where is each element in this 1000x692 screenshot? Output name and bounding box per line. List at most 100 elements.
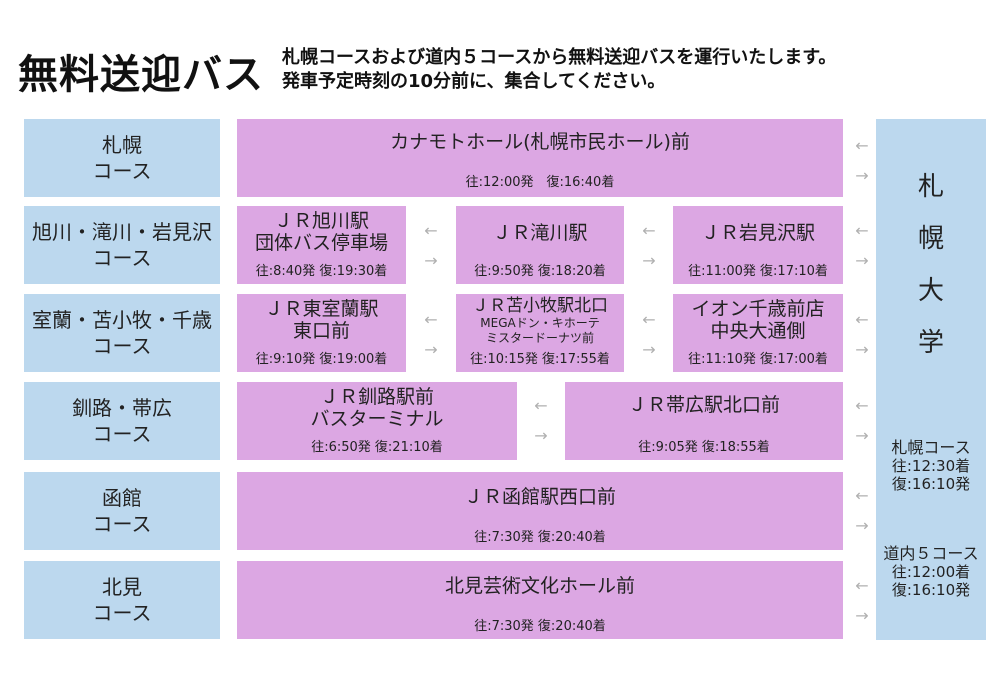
stop-name: ＪＲ岩見沢駅 [700,222,815,244]
arrow-right-icon: → [642,340,656,359]
university-times-heading: 道内５コース [883,544,979,563]
stop-kitami: 北見芸術文化ホール前 往:7:30発 復:20:40着 [237,561,843,639]
stop-times: 往:11:10発 復:17:00着 [688,352,828,367]
arrow-pair: ← → [852,398,872,458]
intro-text: 札幌コースおよび道内５コースから無料送迎バスを運行いたします。 発車予定時刻の1… [282,46,836,94]
arrow-right-icon: → [534,426,548,445]
course-label: コース [92,422,152,446]
course-sapporo: 札幌 コース [24,119,220,197]
stop-name: ＪＲ釧路駅前 [319,386,434,408]
university-times-sapporo: 札幌コース 往:12:30着 復:16:10発 [876,438,986,494]
destination-university: 札 幌 大 学 札幌コース 往:12:30着 復:16:10発 道内５コース 往… [876,119,986,640]
page-title: 無料送迎バス [18,52,264,98]
stop-times: 往:7:30発 復:20:40着 [474,619,606,634]
course-muroran-tomakomai-chitose: 室蘭・苫小牧・千歳 コース [24,294,220,372]
arrow-right-icon: → [424,251,438,270]
arrow-right-icon: → [855,426,869,445]
stop-obihiro: ＪＲ帯広駅北口前 往:9:05発 復:18:55着 [565,382,843,460]
stop-times: 往:10:15発 復:17:55着 [470,352,610,367]
stop-times: 往:9:05発 復:18:55着 [638,440,770,455]
university-name-char: 札 [917,172,944,202]
university-name-char: 大 [917,276,944,306]
university-times-line: 復:16:10発 [891,475,971,493]
intro-line-1: 札幌コースおよび道内５コースから無料送迎バスを運行いたします。 [282,47,837,68]
stop-subname: ミスタードーナツ前 [485,331,594,345]
stop-name: カナモトホール(札幌市民ホール)前 [390,131,690,153]
arrow-left-icon: ← [855,486,869,505]
arrow-left-icon: ← [855,310,869,329]
arrow-right-icon: → [424,340,438,359]
stop-name: 東口前 [292,320,350,342]
stop-iwamizawa: ＪＲ岩見沢駅 往:11:00発 復:17:10着 [673,206,843,284]
university-times-heading: 札幌コース [891,438,971,457]
arrow-pair: ← → [852,578,872,638]
stop-asahikawa: ＪＲ旭川駅 団体バス停車場 往:8:40発 復:19:30着 [237,206,406,284]
stop-name: 中央大通側 [710,320,806,342]
arrow-pair: ← → [852,488,872,548]
stop-times: 往:6:50発 復:21:10着 [311,440,443,455]
arrow-left-icon: ← [642,221,656,240]
course-label: コース [92,246,152,270]
stop-name: ＪＲ苫小牧駅北口 [472,296,608,316]
stop-sapporo: カナモトホール(札幌市民ホール)前 往:12:00発 復:16:40着 [237,119,843,197]
stop-name: 北見芸術文化ホール前 [444,575,635,597]
arrow-left-icon: ← [855,136,869,155]
stop-name: ＪＲ東室蘭駅 [264,298,379,320]
arrow-pair: ← → [852,312,872,372]
course-label: 釧路・帯広 [72,396,172,420]
university-times-line: 往:12:00着 [891,563,971,581]
stop-times: 往:9:50発 復:18:20着 [474,264,606,279]
arrow-right-icon: → [855,166,869,185]
stop-times: 往:8:40発 復:19:30着 [255,264,388,279]
arrow-left-icon: ← [855,396,869,415]
arrow-pair: ← → [639,312,659,372]
arrow-pair: ← → [421,312,441,372]
stop-tomakomai: ＪＲ苫小牧駅北口 MEGAドン・キホーテ ミスタードーナツ前 往:10:15発 … [456,294,624,372]
arrow-pair: ← → [639,223,659,283]
stop-higashimuroran: ＪＲ東室蘭駅 東口前 往:9:10発 復:19:00着 [237,294,406,372]
arrow-right-icon: → [855,251,869,270]
arrow-right-icon: → [855,516,869,535]
stop-times: 往:11:00発 復:17:10着 [688,264,828,279]
course-label: 室蘭・苫小牧・千歳 [32,308,212,332]
stop-hakodate: ＪＲ函館駅西口前 往:7:30発 復:20:40着 [237,472,843,550]
university-name-char: 幌 [917,224,944,254]
course-label: 函館 [102,486,142,510]
stop-takikawa: ＪＲ滝川駅 往:9:50発 復:18:20着 [456,206,624,284]
stop-name: イオン千歳前店 [691,298,825,320]
stop-name: バスターミナル [310,408,444,430]
course-asahikawa-takikawa-iwamizawa: 旭川・滝川・岩見沢 コース [24,206,220,284]
university-times-regional: 道内５コース 往:12:00着 復:16:10発 [876,544,986,600]
stop-times: 往:9:10発 復:19:00着 [255,352,388,367]
arrow-left-icon: ← [534,396,548,415]
stop-name: ＪＲ旭川駅 [273,210,369,232]
university-times-line: 復:16:10発 [891,581,971,599]
arrow-right-icon: → [642,251,656,270]
arrow-left-icon: ← [855,576,869,595]
university-name: 札 幌 大 学 [876,161,986,369]
course-label: コース [92,601,152,625]
course-label: コース [92,512,152,536]
arrow-left-icon: ← [855,221,869,240]
arrow-pair: ← → [852,223,872,283]
course-label: 旭川・滝川・岩見沢 [32,220,212,244]
stop-name: ＪＲ帯広駅北口前 [627,394,780,416]
intro-line-2: 発車予定時刻の10分前に、集合してください。 [282,71,666,92]
course-hakodate: 函館 コース [24,472,220,550]
arrow-left-icon: ← [424,310,438,329]
arrow-left-icon: ← [424,221,438,240]
stop-times: 往:12:00発 復:16:40着 [465,175,615,190]
university-name-char: 学 [917,328,944,358]
course-kushiro-obihiro: 釧路・帯広 コース [24,382,220,460]
course-label: コース [92,334,152,358]
university-times-line: 往:12:30着 [891,457,971,475]
stop-kushiro: ＪＲ釧路駅前 バスターミナル 往:6:50発 復:21:10着 [237,382,517,460]
stop-times: 往:7:30発 復:20:40着 [474,530,606,545]
stop-name: ＪＲ滝川駅 [492,222,588,244]
arrow-left-icon: ← [642,310,656,329]
course-label: 札幌 [102,133,142,157]
arrow-pair: ← → [531,398,551,458]
course-kitami: 北見 コース [24,561,220,639]
arrow-right-icon: → [855,340,869,359]
stop-name: ＪＲ函館駅西口前 [463,486,616,508]
